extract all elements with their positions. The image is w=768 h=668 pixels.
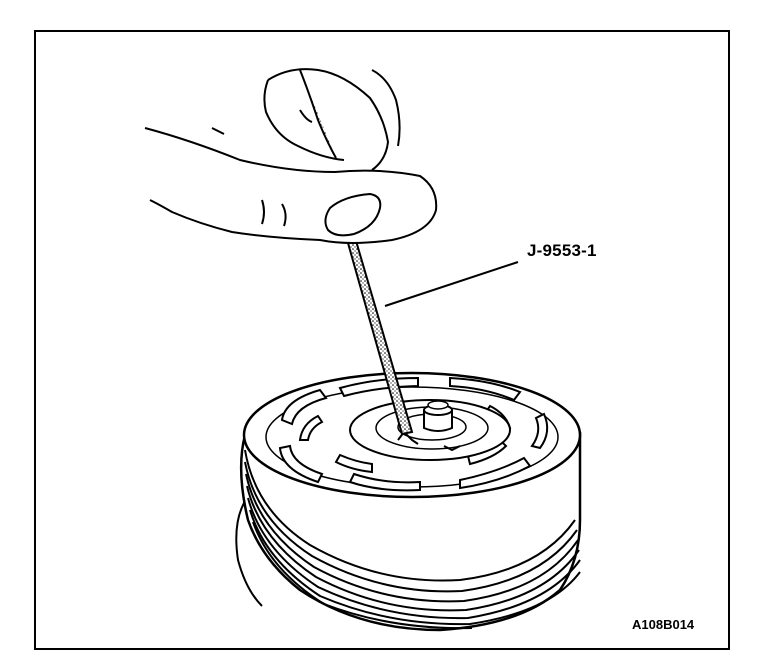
hand-icon bbox=[144, 68, 438, 244]
tool-callout-label: J-9553-1 bbox=[527, 241, 597, 260]
figure-id-label: A108B014 bbox=[632, 617, 695, 632]
callout-leader-line bbox=[384, 261, 519, 307]
pulley-icon bbox=[235, 371, 582, 632]
